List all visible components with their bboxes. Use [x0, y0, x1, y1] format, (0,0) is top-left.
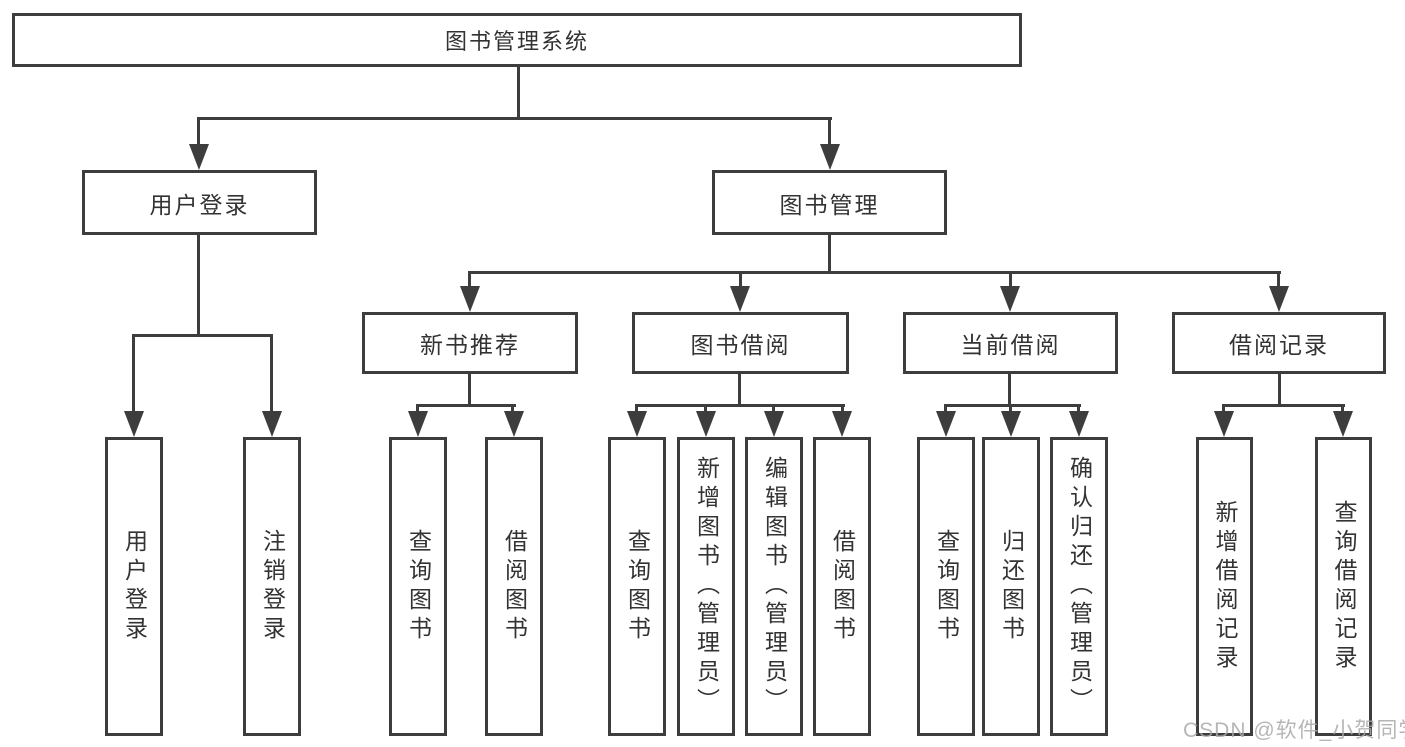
leaf-record-query: 查询借阅记录 [1315, 437, 1372, 736]
connector-line [270, 334, 273, 413]
arrow-down-icon [1001, 411, 1021, 437]
connector-line [416, 404, 419, 413]
arrow-down-icon [832, 411, 852, 437]
arrow-down-icon [262, 411, 282, 437]
watermark: CSDN @软件_小贺同学 [1183, 719, 1405, 742]
connector-line [704, 404, 707, 413]
connector-line [197, 235, 200, 336]
arrow-down-icon [1069, 411, 1089, 437]
leaf-newbook-query: 查询图书 [389, 437, 447, 736]
leaf-bookborrow-edit-admin: 编辑图书（管理员） [745, 437, 803, 736]
arrow-down-icon [696, 411, 716, 437]
arrow-down-icon [730, 286, 750, 312]
connector-line [511, 404, 514, 413]
arrow-down-icon [1214, 411, 1234, 437]
connector-line [1077, 404, 1080, 413]
arrow-down-icon [124, 411, 144, 437]
leaf-label: 查询借阅记录 [1331, 499, 1357, 674]
connector-line [772, 404, 775, 413]
arrow-down-icon [1333, 411, 1353, 437]
connector-line [739, 271, 742, 291]
node-label: 图书管理 [779, 191, 880, 218]
connector-line [1222, 404, 1225, 413]
connector-line [1277, 271, 1280, 291]
node-book-management: 图书管理 [712, 170, 947, 235]
connector-line [944, 404, 947, 413]
connector-line [1008, 374, 1011, 407]
leaf-bookborrow-borrow: 借阅图书 [813, 437, 871, 736]
arrow-down-icon [1000, 286, 1020, 312]
node-new-book-recommend: 新书推荐 [362, 312, 578, 374]
leaf-label: 查询图书 [405, 528, 432, 645]
connector-line [1341, 404, 1344, 413]
leaf-label: 新增图书（管理员） [693, 456, 720, 717]
node-label: 当前借阅 [960, 332, 1061, 358]
connector-line [468, 271, 471, 291]
node-label: 借阅记录 [1229, 332, 1329, 358]
arrow-down-icon [627, 411, 647, 437]
connector-line [132, 334, 273, 337]
connector-line [1009, 404, 1012, 413]
arrow-down-icon [460, 286, 480, 312]
leaf-label: 归还图书 [998, 528, 1025, 645]
node-borrowing-records: 借阅记录 [1172, 312, 1386, 374]
node-user-login: 用户登录 [82, 170, 317, 235]
leaf-label: 查询图书 [624, 528, 651, 645]
node-label: 图书管理系统 [444, 29, 589, 54]
connector-line [468, 271, 1281, 274]
connector-line [197, 117, 832, 120]
leaf-label: 借阅图书 [501, 528, 528, 645]
arrow-down-icon [820, 144, 840, 170]
connector-line [635, 404, 845, 407]
leaf-label: 新增借阅记录 [1212, 499, 1238, 674]
arrow-down-icon [1269, 286, 1289, 312]
connector-line [132, 334, 135, 413]
arrow-down-icon [936, 411, 956, 437]
connector-line [1222, 404, 1345, 407]
leaf-label: 用户登录 [121, 528, 148, 645]
leaf-bookborrow-query: 查询图书 [608, 437, 666, 736]
leaf-label: 注销登录 [259, 528, 286, 645]
connector-line [635, 404, 638, 413]
connector-line [416, 404, 516, 407]
leaf-label: 借阅图书 [829, 528, 856, 645]
connector-line [517, 67, 520, 120]
node-library-system: 图书管理系统 [12, 13, 1022, 67]
arrow-down-icon [408, 411, 428, 437]
connector-line [197, 117, 200, 147]
leaf-current-return: 归还图书 [982, 437, 1040, 736]
connector-line [1278, 374, 1281, 407]
leaf-bookborrow-add-admin: 新增图书（管理员） [677, 437, 735, 736]
leaf-logout: 注销登录 [243, 437, 301, 736]
connector-line [828, 117, 831, 147]
node-label: 新书推荐 [420, 332, 520, 358]
connector-line [1009, 271, 1012, 291]
leaf-user-login: 用户登录 [105, 437, 163, 736]
node-current-borrowing: 当前借阅 [903, 312, 1118, 374]
connector-line [944, 404, 1081, 407]
connector-line [468, 374, 471, 407]
arrow-down-icon [504, 411, 524, 437]
arrow-down-icon [189, 144, 209, 170]
node-book-borrowing: 图书借阅 [632, 312, 849, 374]
connector-line [841, 404, 844, 413]
leaf-label: 查询图书 [933, 528, 960, 645]
leaf-record-add: 新增借阅记录 [1196, 437, 1253, 736]
leaf-label: 确认归还（管理员） [1066, 456, 1093, 717]
connector-line [828, 235, 831, 273]
leaf-current-confirm-admin: 确认归还（管理员） [1050, 437, 1108, 736]
leaf-label: 编辑图书（管理员） [761, 456, 788, 717]
leaf-newbook-borrow: 借阅图书 [485, 437, 543, 736]
connector-line [738, 374, 741, 407]
node-label: 用户登录 [149, 191, 250, 218]
node-label: 图书借阅 [690, 332, 791, 358]
leaf-current-query: 查询图书 [917, 437, 975, 736]
arrow-down-icon [764, 411, 784, 437]
